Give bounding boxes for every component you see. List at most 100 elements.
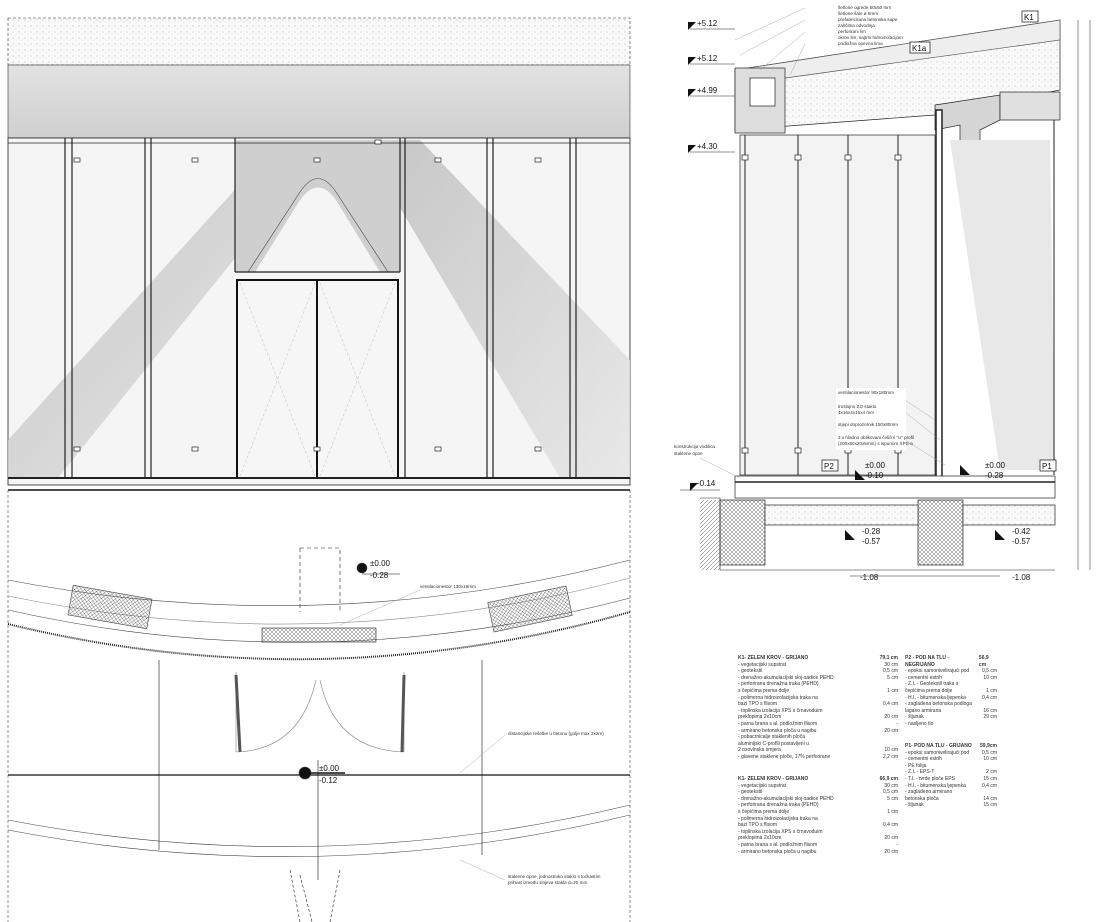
layer-name: - armirano betonska ploča u nagibu	[738, 727, 817, 734]
layer-name: - drenažno-akumulacijski sloj-sadice PEH…	[738, 674, 834, 681]
table-row: - zaglađeno armirano	[905, 789, 997, 796]
layer-name: bazi TPO s flisom	[738, 822, 778, 829]
level-label: +5.12	[697, 54, 718, 63]
layer-thickness	[975, 789, 997, 796]
level-label: -1.08	[860, 573, 879, 582]
roof-note: šetlone ogrede 50x50 mm	[838, 5, 891, 10]
layer-name: - šljunak	[905, 802, 924, 809]
wall-note: 4x16x4x16x4 mm	[838, 410, 874, 415]
plan-note: staklene opne, jednostruko staklo s toćk…	[508, 874, 601, 879]
layer-thickness: 30 cm	[884, 661, 898, 668]
tag-k1: K1	[1024, 13, 1034, 22]
layer-name: - parna brana s al. podložnim flisom	[738, 720, 818, 727]
wall-note: troslojno ZO staklo	[838, 404, 877, 409]
layer-name: - perforirana drenažna traka (PEHD)	[738, 681, 819, 688]
level-label: -0.57	[862, 537, 881, 546]
table-title: P2 - POD NA TLU - NEGRIJANO	[905, 655, 949, 668]
layer-thickness: 0,4 cm	[882, 701, 898, 708]
plan-level-1: ±0.00	[370, 559, 391, 568]
layer-name: preklopima 2x10cm	[738, 835, 782, 842]
layer-thickness: 20 cm	[884, 727, 898, 734]
layer-name: lagano armirana	[905, 707, 942, 714]
roof-note: šetlone šale ø 5mm	[838, 11, 878, 16]
layer-name: betonska ploča	[905, 795, 939, 802]
layer-thickness: 10 cm	[983, 756, 997, 763]
layer-name: - drenažno-akumulacijski sloj-sadice PEH…	[738, 795, 834, 802]
roof-note: prefabricirana betonska sape	[838, 17, 898, 22]
plan-note: ventilacionestor 130x18mm	[420, 584, 476, 589]
wall-note: konstrukcija vodilica	[674, 444, 715, 449]
layer-name: - pobacrnicalje staklenih ploča	[738, 734, 805, 741]
layer-thickness: -	[896, 841, 898, 848]
wall-note: ventilacionestor 90x180mm	[838, 390, 894, 395]
level-label: -0.42	[1012, 527, 1031, 536]
hatched-slab-right	[487, 585, 573, 633]
tag-k1a: K1a	[912, 44, 927, 53]
layer-thickness: 0,5 cm	[882, 668, 898, 675]
level-label: +4.30	[697, 142, 718, 151]
layer-name: - PE folija	[905, 762, 927, 769]
layer-thickness: 10 cm	[983, 674, 997, 681]
table-row: - toplinska izolacija XPS s črnavoduim	[738, 829, 898, 836]
table-row: - polimerna hidroizolacijska traka na	[738, 695, 898, 702]
layer-name: - nasljeno tlo	[905, 720, 934, 727]
table-row: aluminijski C-profili postavljeni u	[738, 741, 898, 748]
layer-name: - vegetacijski supstrat	[738, 661, 787, 668]
tag-p2: P2	[824, 462, 834, 471]
level-label: +5.12	[697, 19, 718, 28]
plan-level-3: ±0.00	[319, 764, 340, 773]
layer-name: preklopima 2x10cm	[738, 714, 782, 721]
level-label: -0.10	[865, 471, 884, 480]
level-label: -0.28	[985, 471, 1004, 480]
layer-name: - glavene staklene ploče, 17% perforiran…	[738, 753, 831, 760]
layer-name: bazi TPO s flisom	[738, 701, 778, 708]
table-row: - armirano betonska ploča u nagibu 20 cm	[738, 728, 898, 735]
roof-notes: šetlone ogrede 50x50 mm šetlone šale ø 5…	[838, 5, 903, 46]
layer-name: - zaglađeno armirano	[905, 789, 953, 796]
layer-thickness: 0,4 cm	[981, 782, 997, 789]
roof-note: podložna opevna lima	[838, 41, 883, 46]
layer-thickness	[876, 681, 898, 688]
table-total: 79,1 cm	[879, 655, 898, 661]
layer-name: - geotekstil	[738, 668, 763, 675]
layer-name: - armirano betonska ploča u nagibu	[738, 848, 817, 855]
layer-name: - perforirana drenažna traka (PEHD)	[738, 802, 819, 809]
layer-name: s čepićima prema dolje	[738, 808, 790, 815]
table-row: - parna brana s al. podložnim flisom-	[738, 721, 898, 728]
layer-name: - polimerna hidroizolacijska traka na	[738, 694, 818, 701]
layer-thickness	[876, 734, 898, 741]
table-row: - T.I. - tvrde ploče EPS 15 cm	[905, 776, 997, 783]
layer-name: aluminijski C-profili postavljeni u	[738, 740, 809, 747]
layer-thickness	[975, 681, 997, 688]
layer-name: - H.I. - bitumenska ljepenka	[905, 694, 966, 701]
table-title: P1- POD NA TLU - GRIJANO	[905, 743, 972, 749]
layer-thickness: 0,4 cm	[981, 694, 997, 701]
layer-name: - T.I. - tvrde ploče EPS	[905, 775, 955, 782]
table-row: - drenažno-akumulacijski sloj-sadice PEH…	[738, 675, 898, 682]
wall-note: 2 x hladno oblikovani čelični "U" profil	[838, 435, 914, 440]
layer-thickness	[876, 816, 898, 823]
table-row: - zaglađena betonska podloga	[905, 701, 997, 708]
layer-thickness: 5 cm	[887, 795, 898, 802]
layer-thickness: 15 cm	[983, 775, 997, 782]
layer-name: - toplinska izolacija XPS s črnavoduim	[738, 828, 823, 835]
level-label: -1.08	[1012, 573, 1031, 582]
layer-name: - cementni estrih	[905, 756, 942, 763]
table-row: - Z.I. - Geotekstil traka s	[905, 681, 997, 688]
layer-thickness: 1 cm	[986, 687, 997, 694]
level-label: -0.14	[697, 479, 716, 488]
